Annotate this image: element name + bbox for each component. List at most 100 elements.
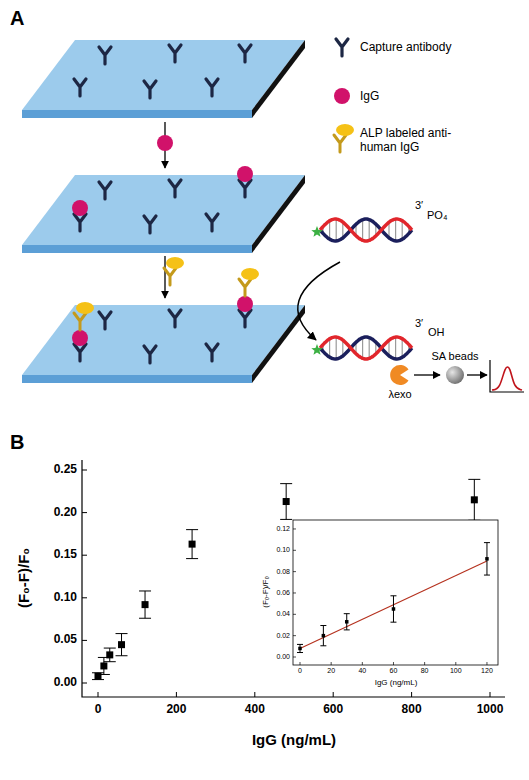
data-point bbox=[118, 641, 125, 648]
antibody-symbol bbox=[144, 81, 156, 98]
alp-enzyme-symbol bbox=[336, 124, 354, 136]
axis-label: 0 bbox=[95, 703, 102, 716]
axis-label: IgG (ng/mL) bbox=[252, 732, 336, 749]
tick-mark bbox=[82, 470, 87, 471]
error-bar bbox=[104, 648, 116, 662]
data-point bbox=[485, 557, 489, 561]
axis-label: 80 bbox=[421, 667, 429, 675]
dna-strand bbox=[320, 337, 412, 359]
legend-text: Capture antibody bbox=[360, 40, 510, 54]
alp-enzyme-symbol bbox=[76, 302, 94, 314]
axis-label: 120 bbox=[481, 667, 493, 675]
annotation-label: OH bbox=[428, 326, 445, 338]
tick-mark bbox=[176, 692, 177, 697]
igg-symbol bbox=[334, 88, 350, 104]
error-bar bbox=[186, 530, 198, 559]
spectrum-axes bbox=[490, 360, 524, 392]
fluorophore-star bbox=[311, 344, 322, 355]
antibody-symbol bbox=[239, 279, 251, 296]
axis-label: 0.00 bbox=[276, 653, 290, 661]
error-bar bbox=[320, 626, 326, 646]
axis-label: 0.12 bbox=[276, 525, 290, 533]
dna-strand bbox=[320, 337, 412, 359]
dna-strand bbox=[320, 219, 412, 241]
data-point bbox=[298, 647, 302, 651]
tick-mark bbox=[490, 692, 491, 697]
fit-line bbox=[300, 561, 487, 648]
base-pair bbox=[369, 338, 370, 359]
annotation-label: 3′ bbox=[415, 317, 423, 329]
tick-mark bbox=[293, 635, 296, 636]
annotation-label: SA beads bbox=[431, 350, 478, 362]
alp-enzyme-symbol bbox=[166, 257, 184, 269]
error-bar bbox=[344, 614, 350, 630]
calibration-chart bbox=[82, 460, 505, 697]
data-point bbox=[100, 662, 107, 669]
legend-text: IgG bbox=[360, 89, 510, 103]
antibody-symbol bbox=[99, 47, 111, 64]
process-arrow bbox=[414, 374, 440, 375]
axis-label: 0.04 bbox=[276, 610, 290, 618]
antibody-symbol bbox=[164, 268, 176, 285]
antibody-symbol bbox=[169, 45, 181, 62]
plate-side bbox=[252, 40, 305, 118]
dna-duplex bbox=[311, 219, 412, 241]
antibody-symbol bbox=[99, 182, 111, 199]
tick-mark bbox=[293, 550, 296, 551]
base-pair bbox=[402, 221, 403, 240]
step-arrow bbox=[164, 256, 165, 298]
panel-letter: B bbox=[10, 431, 24, 453]
antibody-symbol bbox=[206, 344, 218, 361]
process-arrow bbox=[467, 374, 487, 375]
antibody-symbol bbox=[74, 214, 86, 231]
base-pair bbox=[362, 220, 363, 241]
tick-mark bbox=[293, 571, 296, 572]
antibody-symbol bbox=[336, 39, 348, 56]
tick-mark bbox=[331, 662, 332, 665]
base-pair bbox=[329, 221, 330, 239]
tick-mark bbox=[300, 662, 301, 665]
base-pair bbox=[369, 220, 370, 241]
error-bar bbox=[468, 479, 480, 520]
base-pair bbox=[395, 337, 396, 359]
tick-mark bbox=[333, 692, 334, 697]
spectrum-peak bbox=[492, 367, 522, 390]
alp-enzyme-symbol bbox=[241, 268, 259, 280]
axis-label: 0.02 bbox=[276, 632, 290, 640]
dna-duplex bbox=[311, 337, 412, 359]
tick-mark bbox=[293, 614, 296, 615]
axis-label: (F₀-F)/F₀ bbox=[262, 576, 271, 608]
tick-mark bbox=[98, 692, 99, 697]
axis-label: (F₀-F)/F₀ bbox=[16, 548, 33, 608]
exonuclease-symbol bbox=[390, 365, 408, 385]
panel-letter: A bbox=[10, 7, 24, 29]
axis-label: 0.15 bbox=[54, 549, 77, 562]
antibody-symbol bbox=[99, 312, 111, 329]
antibody-symbol bbox=[206, 214, 218, 231]
data-point bbox=[322, 634, 326, 638]
igg-symbol bbox=[72, 200, 88, 216]
tick-mark bbox=[362, 662, 363, 665]
igg-symbol bbox=[72, 330, 88, 346]
data-point bbox=[392, 607, 396, 611]
tick-mark bbox=[82, 512, 87, 513]
error-bar bbox=[280, 484, 292, 520]
tick-mark bbox=[82, 597, 87, 598]
antibody-symbol bbox=[169, 180, 181, 197]
plate-side bbox=[252, 305, 305, 383]
axis-label: 0.05 bbox=[54, 634, 77, 647]
legend-text: ALP labeled anti-human IgG bbox=[360, 126, 472, 155]
dna-strand bbox=[320, 219, 412, 241]
tick-mark bbox=[293, 657, 296, 658]
base-pair bbox=[402, 339, 403, 358]
axis-label: 0 bbox=[298, 667, 302, 675]
igg-symbol bbox=[157, 135, 173, 151]
axis-label: 0.10 bbox=[54, 591, 77, 604]
axis-label: 800 bbox=[402, 703, 422, 716]
antibody-symbol bbox=[239, 45, 251, 62]
axis-label: 0.25 bbox=[54, 463, 77, 476]
base-pair bbox=[336, 337, 337, 359]
error-bar bbox=[98, 657, 110, 674]
